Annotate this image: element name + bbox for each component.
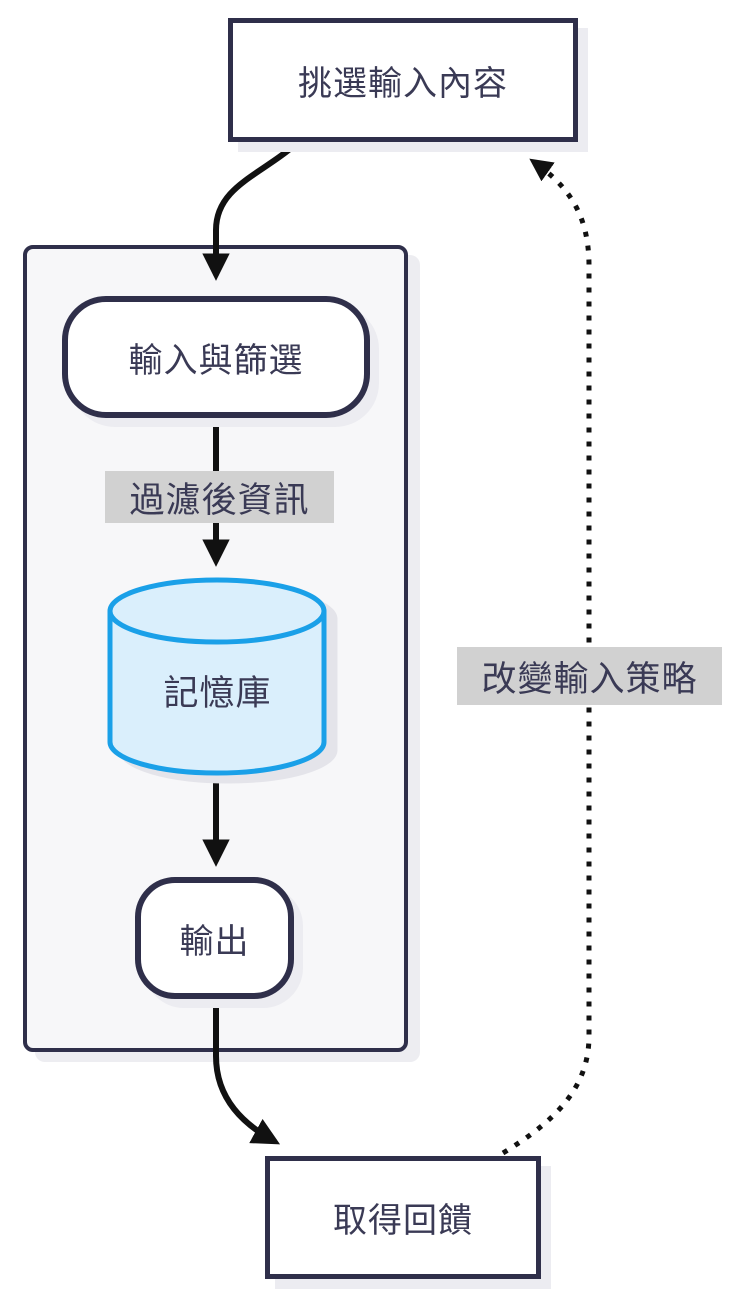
arrow-select-to-filter [202,139,301,281]
node-feedback: 取得回饋 [265,1156,541,1279]
node-select-input: 挑選輸入內容 [228,18,578,142]
cylinder-top [107,577,327,645]
node-input-filter: 輸入與篩選 [62,296,370,418]
edge-label-change-strategy: 改變輸入策略 [457,647,722,705]
node-output: 輸出 [135,877,294,999]
node-memory-label: 記憶庫 [163,673,272,713]
memory-cylinder [107,577,327,776]
edge-label-filtered-info: 過濾後資訊 [105,471,334,523]
node-output-label: 輸出 [179,922,250,961]
node-input-filter-label: 輸入與篩選 [128,341,304,380]
node-feedback-label: 取得回饋 [333,1202,473,1240]
cylinder-body [107,611,327,776]
node-select-input-label: 挑選輸入內容 [298,64,508,103]
arrow-output-to-feedback [213,995,281,1145]
